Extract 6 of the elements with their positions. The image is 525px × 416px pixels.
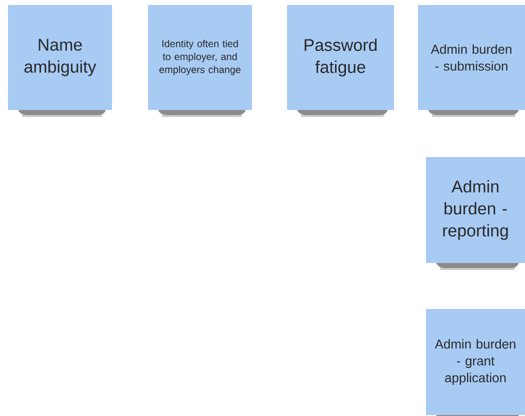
- sticky-note: Admin burden - submission: [418, 5, 525, 117]
- sticky-note: Admin burden - reporting: [426, 157, 525, 270]
- sticky-note: Admin burden - grant application: [426, 309, 525, 416]
- sticky-note: Identity often tied to employer, and employers change: [148, 5, 252, 117]
- sticky-note: Password fatigue: [287, 5, 394, 117]
- sticky-note: Name ambiguity: [8, 5, 112, 117]
